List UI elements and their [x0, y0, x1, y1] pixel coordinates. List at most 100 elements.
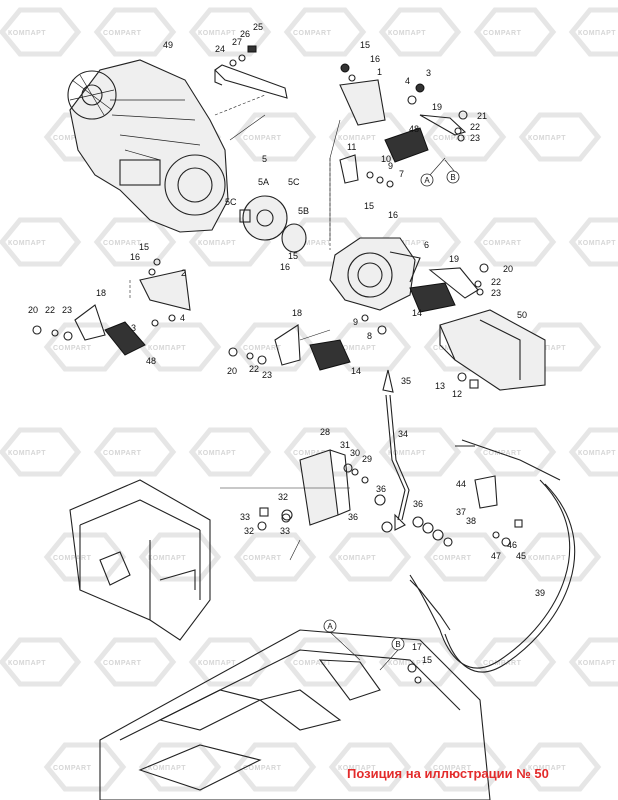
watermark-tile: КОМПАРТ — [188, 427, 272, 477]
circled-ref-B: B — [446, 170, 460, 184]
watermark-tile: COMPART — [93, 7, 177, 57]
bracket-1 — [339, 63, 425, 126]
callout-27: 27 — [232, 37, 242, 47]
watermark-text: КОМПАРТ — [8, 660, 46, 667]
watermark-tile: КОМПАРТ — [138, 742, 222, 792]
callout-23: 23 — [262, 370, 272, 380]
watermark-text: КОМПАРТ — [388, 660, 426, 667]
callout-5: 5 — [262, 154, 267, 164]
callout-9: 9 — [388, 161, 393, 171]
callout-29: 29 — [362, 454, 372, 464]
callout-11: 11 — [347, 142, 356, 152]
callout-19: 19 — [432, 102, 442, 112]
watermark-text: КОМПАРТ — [8, 240, 46, 247]
svg-text:A: A — [424, 176, 430, 185]
watermark-text: COMPART — [483, 240, 522, 247]
callout-4: 4 — [405, 76, 410, 86]
watermark-text: КОМПАРТ — [198, 30, 236, 37]
watermark-tile: КОМПАРТ — [0, 7, 82, 57]
part-50 — [439, 309, 546, 391]
callout-22: 22 — [491, 277, 501, 287]
watermark-tile: COMPART — [233, 112, 317, 162]
svg-text:B: B — [395, 640, 400, 649]
callout-37: 37 — [456, 507, 466, 517]
watermark-tile: КОМПАРТ — [138, 532, 222, 582]
watermark-tile: COMPART — [423, 532, 507, 582]
callout-5C: 5C — [288, 177, 300, 187]
engine-mount-14-lower — [228, 324, 351, 371]
callout-2: 2 — [181, 268, 186, 278]
watermark-tile: КОМПАРТ — [378, 637, 462, 687]
watermark-tile: КОМПАРТ — [328, 742, 412, 792]
engine-assembly — [67, 59, 229, 233]
callout-20: 20 — [28, 305, 38, 315]
callout-16: 16 — [370, 54, 380, 64]
callout-25: 25 — [253, 22, 263, 32]
callout-28: 28 — [320, 427, 330, 437]
watermark-tile: COMPART — [43, 322, 127, 372]
circled-ref-A: A — [323, 619, 337, 633]
watermark-tile: COMPART — [283, 637, 367, 687]
callout-10: 10 — [381, 154, 391, 164]
callout-19: 19 — [449, 254, 459, 264]
coupling-5 — [239, 195, 307, 253]
callout-32: 32 — [244, 526, 254, 536]
callout-15: 15 — [364, 201, 374, 211]
circled-ref-B: B — [391, 637, 405, 651]
callout-15: 15 — [360, 40, 370, 50]
callout-15: 15 — [139, 242, 149, 252]
watermark-tile: COMPART — [93, 427, 177, 477]
callout-7: 7 — [399, 169, 404, 179]
callout-16: 16 — [388, 210, 398, 220]
callout-5C: 5C — [225, 197, 237, 207]
lever-34-35 — [382, 369, 410, 531]
watermark-tile: КОМПАРТ — [378, 7, 462, 57]
callout-20: 20 — [227, 366, 237, 376]
callout-18: 18 — [96, 288, 106, 298]
watermark-tile: КОМПАРТ — [568, 7, 618, 57]
callout-22: 22 — [45, 305, 55, 315]
engine-mount-14-right — [409, 263, 489, 313]
frame-assembly — [69, 479, 211, 641]
watermark-tile: COMPART — [43, 742, 127, 792]
callout-31: 31 — [340, 440, 350, 450]
watermark-text: COMPART — [53, 555, 92, 562]
callout-23: 23 — [470, 133, 480, 143]
watermark-text: КОМПАРТ — [528, 135, 566, 142]
watermark-text: COMPART — [483, 660, 522, 667]
svg-text:A: A — [327, 622, 333, 631]
watermark-tile: COMPART — [233, 532, 317, 582]
callout-15: 15 — [288, 251, 298, 261]
callout-33: 33 — [240, 512, 250, 522]
watermark-tile: КОМПАРТ — [518, 742, 602, 792]
watermark-tile: КОМПАРТ — [188, 637, 272, 687]
reference-lines — [129, 94, 456, 671]
callout-48: 48 — [146, 356, 156, 366]
flywheel-housing-6 — [329, 154, 421, 335]
watermark-text: КОМПАРТ — [148, 765, 186, 772]
callout-38: 38 — [466, 516, 476, 526]
watermark-tile: COMPART — [283, 7, 367, 57]
watermark-text: COMPART — [103, 660, 142, 667]
watermark-tile: COMPART — [473, 7, 557, 57]
watermark-text: КОМПАРТ — [528, 555, 566, 562]
watermark-text: COMPART — [293, 240, 332, 247]
callout-14: 14 — [351, 366, 361, 376]
circled-ref-A: A — [420, 173, 434, 187]
watermark-text: COMPART — [103, 30, 142, 37]
callout-16: 16 — [130, 252, 140, 262]
watermark-text: COMPART — [53, 765, 92, 772]
watermark-tile: КОМПАРТ — [0, 217, 82, 267]
watermark-tile: COMPART — [423, 112, 507, 162]
bracket-24 — [214, 45, 288, 99]
illustration-caption: Позиция на иллюстрации № 50 — [347, 766, 549, 781]
watermark-text: КОМПАРТ — [578, 30, 616, 37]
watermark-text: КОМПАРТ — [528, 345, 566, 352]
watermark-tile: КОМПАРТ — [568, 217, 618, 267]
watermark-tile: КОМПАРТ — [0, 637, 82, 687]
watermark-text: КОМПАРТ — [528, 765, 566, 772]
callout-4: 4 — [180, 313, 185, 323]
watermark-text: КОМПАРТ — [8, 30, 46, 37]
callout-18: 18 — [292, 308, 302, 318]
